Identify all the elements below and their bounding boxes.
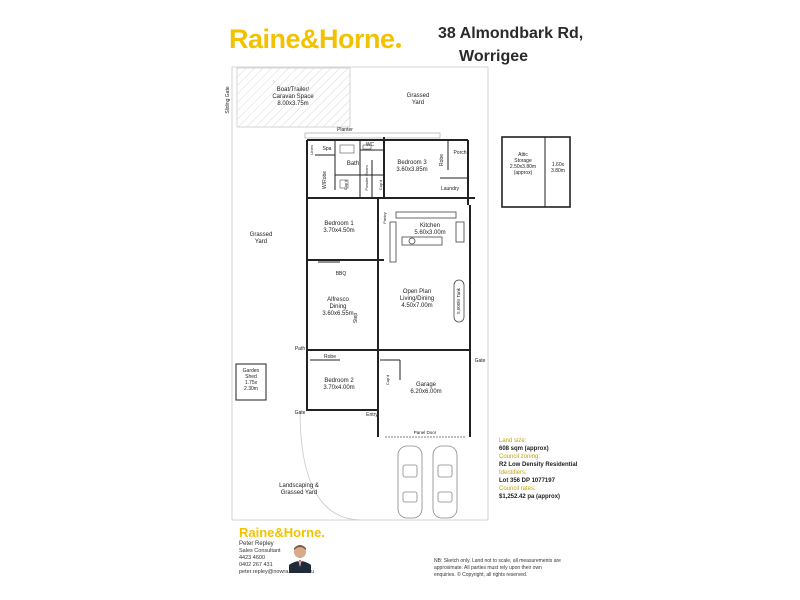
robe-b2-label: Robe [324, 354, 336, 360]
wi-robe-label: W/Robe [322, 171, 328, 189]
landscaping-label: Landscaping &Grassed Yard [279, 483, 319, 496]
agent-title: Sales Consultant [239, 548, 281, 554]
boat-trailer-space [236, 67, 351, 128]
tank-label: 5,000ltr Tank [456, 287, 461, 313]
property-info: Land size: 608 sqm (approx) Council zoni… [499, 437, 609, 501]
powder-room-label: Powder Room [364, 165, 369, 191]
attic-storage [501, 136, 571, 208]
entry-label: Entry [366, 412, 378, 418]
disclaimer: NB: Sketch only. Land not to scale, all … [434, 558, 561, 578]
cupd-garage-label: Cup'd [385, 375, 390, 385]
identifiers-label: Identifiers: [499, 470, 527, 476]
rates-value: $1,252.42 pa (approx) [499, 494, 561, 500]
brand-logo: Raine&Horne [229, 24, 401, 55]
linen-label: Linen [309, 145, 314, 155]
gate-right-label: Gate [475, 358, 486, 364]
agent-phone2: 0402 267 431 [239, 562, 273, 568]
agent-brand-logo: Raine&Horne. [239, 525, 325, 540]
house-walls [306, 137, 475, 437]
address-line2: Worrigee [459, 48, 529, 65]
agent-phone1: 4423 4600 [239, 555, 265, 561]
pantry-label: Pantry [382, 212, 387, 224]
bbq-label: BBQ [336, 271, 347, 277]
cupd-bath-label: Cup'd [343, 180, 348, 190]
agent-avatar [289, 543, 311, 573]
car-icon [397, 445, 423, 519]
bath-label: Bath [347, 161, 359, 167]
rates-label: Council rates: [499, 486, 536, 492]
step-label: Step [353, 313, 359, 324]
garden-shed [235, 363, 267, 401]
water-tank [453, 279, 465, 323]
zoning-label: Council zoning: [499, 454, 541, 460]
path-label: Path [295, 346, 306, 352]
cupd-hall-label: Cup'd [378, 180, 383, 190]
agent-name: Peter Repley [239, 541, 274, 547]
porch-label: Porch [453, 150, 466, 156]
zoning-value: R2 Low Density Residential [499, 462, 578, 468]
address-line1: 38 Almondbark Rd, [438, 25, 584, 42]
bath-fixtures [339, 144, 372, 189]
land-size-label: Land size: [499, 438, 527, 444]
agent-email[interactable]: peter.repley@nowra.rh.com.au [239, 569, 315, 575]
car-icon [432, 445, 458, 519]
land-size-value: 608 sqm (approx) [499, 446, 549, 452]
inner-walls [310, 140, 468, 380]
property-boundary [231, 66, 489, 521]
panel-door-label: Panel Door [414, 430, 437, 435]
planter-label: Planter [337, 127, 353, 133]
gate-left-label: Gate [295, 410, 306, 416]
property-address: 38 Almondbark Rd, Worrigee [438, 22, 583, 68]
wc-label: WC [366, 142, 375, 148]
planter [304, 132, 441, 139]
laundry-label: Laundry [441, 186, 460, 192]
spa-label: Spa [323, 146, 332, 152]
identifiers-value: Lot 356 DP 1077197 [499, 478, 555, 484]
sliding-gate-label: Sliding Gate [225, 86, 231, 113]
kitchen-benches [389, 211, 465, 263]
agent-details: Peter Repley Sales Consultant 4423 4600 … [239, 541, 314, 576]
robe-b3-label: Robe [439, 154, 445, 166]
